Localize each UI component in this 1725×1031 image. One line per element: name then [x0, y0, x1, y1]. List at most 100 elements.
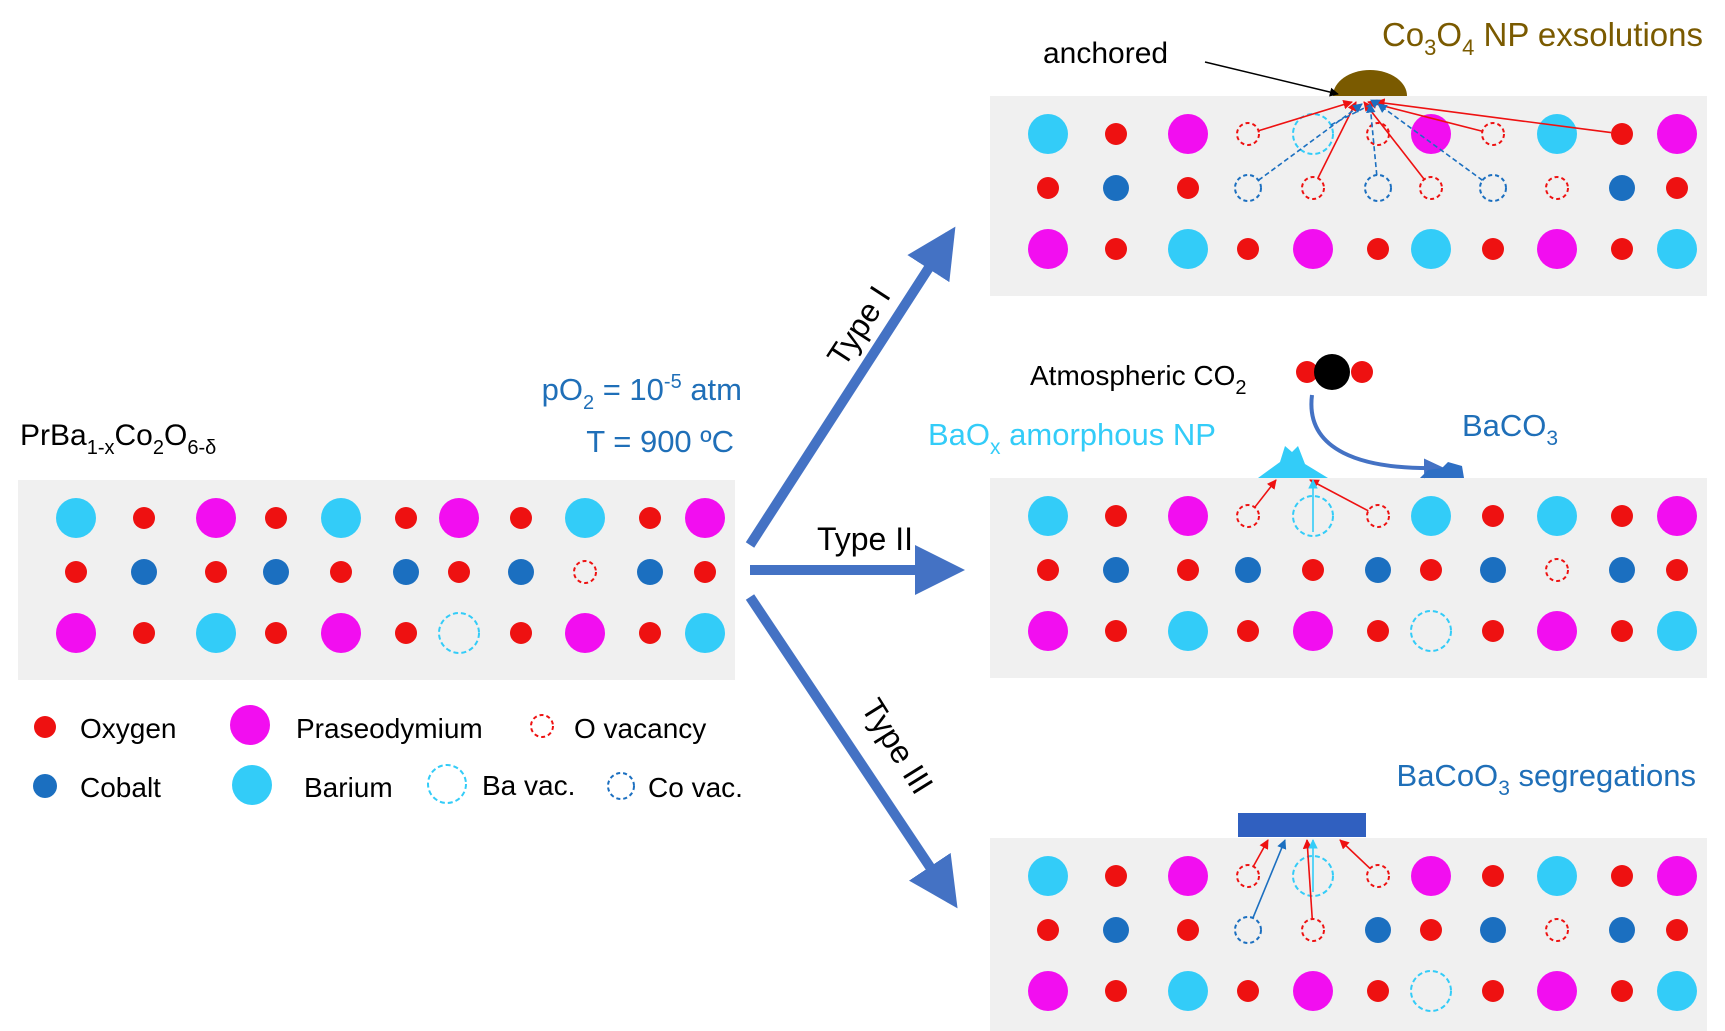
formula-label: PrBa1-xCo2O6-δ — [20, 419, 216, 459]
ba-vacancy — [438, 612, 480, 654]
legend-praseodymium-label: Praseodymium — [296, 713, 483, 744]
praseodymium-atom — [1411, 856, 1451, 896]
oxygen-atom — [639, 507, 661, 529]
o-vacancy — [1545, 558, 1569, 582]
oxygen-atom — [510, 507, 532, 529]
o-vacancy-dashed-circle — [530, 714, 554, 738]
cobalt-atom — [1480, 557, 1506, 583]
type1-migration-arrows — [1257, 98, 1612, 181]
praseodymium-atom — [1411, 114, 1451, 154]
legend-ba-vacancy-label: Ba vac. — [482, 770, 575, 801]
praseodymium-atom — [1537, 229, 1577, 269]
legend-co-vacancy-label: Co vac. — [648, 772, 743, 803]
ba-vacancy — [1410, 970, 1452, 1012]
barium-atom — [196, 613, 236, 653]
oxygen-atom — [1666, 559, 1688, 581]
cobalt-atom — [1609, 175, 1635, 201]
oxygen-migration-arrow — [1339, 839, 1371, 870]
o-vacancy — [573, 560, 597, 584]
cobalt-atom — [508, 559, 534, 585]
oxygen-atom — [1482, 865, 1504, 887]
oxygen-atom — [1420, 919, 1442, 941]
oxygen-migration-arrow — [1375, 98, 1612, 134]
type3-lattice — [1028, 855, 1697, 1012]
legend-barium-label: Barium — [304, 772, 393, 803]
atmospheric-co2-label: Atmospheric CO2 — [1030, 360, 1247, 399]
oxygen-atom — [205, 561, 227, 583]
praseodymium-atom — [1537, 971, 1577, 1011]
oxygen-atom — [1482, 238, 1504, 260]
o-vacancy — [1236, 864, 1260, 888]
oxygen-atom — [1611, 505, 1633, 527]
oxygen-atom — [1237, 620, 1259, 642]
barium-atom — [1411, 496, 1451, 536]
bacoo3-segregation-bar — [1238, 813, 1366, 837]
type2-label: Type II — [817, 521, 913, 557]
oxygen-migration-arrow — [1309, 479, 1369, 512]
oxygen-atom — [1611, 980, 1633, 1002]
cobalt-atom — [1609, 557, 1635, 583]
barium-atom — [1168, 611, 1208, 651]
barium-atom — [1411, 229, 1451, 269]
legend-cobalt-label: Cobalt — [80, 772, 161, 803]
cobalt-atom — [1365, 917, 1391, 943]
oxygen-atom — [1237, 980, 1259, 1002]
oxygen-migration-arrow — [1302, 839, 1314, 920]
cobalt-atom — [1235, 557, 1261, 583]
praseodymium-atom — [439, 498, 479, 538]
o-vacancy — [1366, 864, 1390, 888]
type2-lattice-panel — [990, 478, 1707, 678]
o-vacancy — [1366, 504, 1390, 528]
praseodymium-atom — [1657, 496, 1697, 536]
oxygen-migration-arrow — [1254, 479, 1277, 508]
co2-reaction-arrow — [1309, 394, 1444, 479]
praseodymium-atom — [196, 498, 236, 538]
oxygen-atom — [1367, 620, 1389, 642]
co2-oxygen-right — [1351, 361, 1373, 383]
ba-vacancy — [1292, 855, 1334, 897]
oxygen-atom — [1666, 919, 1688, 941]
anchored-label: anchored — [1043, 37, 1168, 70]
oxygen-atom — [1482, 505, 1504, 527]
baco3-nanoparticle — [1420, 462, 1464, 478]
cobalt-atom — [393, 559, 419, 585]
oxygen-atom — [1237, 238, 1259, 260]
praseodymium-atom — [56, 613, 96, 653]
oxygen-migration-arrow — [1252, 839, 1269, 867]
o-vacancy — [1545, 918, 1569, 942]
oxygen-atom — [1105, 980, 1127, 1002]
o-vacancy — [1236, 504, 1260, 528]
o-vacancy — [1419, 176, 1443, 200]
oxygen-atom — [510, 622, 532, 644]
praseodymium-atom — [1293, 971, 1333, 1011]
oxygen-atom — [133, 622, 155, 644]
cobalt-migration-arrow — [1257, 103, 1363, 181]
barium-atom — [1537, 114, 1577, 154]
praseodymium-atom — [1168, 496, 1208, 536]
ba-vacancy — [1292, 113, 1334, 155]
type3-arrow — [745, 594, 958, 909]
co2-molecule — [1296, 354, 1373, 390]
oxygen-atom — [395, 507, 417, 529]
cobalt-dot — [33, 774, 57, 798]
barium-atom — [1028, 496, 1068, 536]
barium-atom — [56, 498, 96, 538]
o-vacancy — [1236, 122, 1260, 146]
o-vacancy — [1545, 176, 1569, 200]
bacoo3-segregation-label: BaCoO3 segregations — [1397, 758, 1696, 800]
o-vacancy — [1481, 122, 1505, 146]
barium-atom — [1657, 611, 1697, 651]
oxygen-atom — [1177, 919, 1199, 941]
praseodymium-atom — [321, 613, 361, 653]
branch-arrows — [745, 226, 965, 909]
cobalt-atom — [1480, 917, 1506, 943]
barium-atom — [321, 498, 361, 538]
oxygen-atom — [1037, 919, 1059, 941]
oxygen-migration-arrow — [1317, 101, 1357, 179]
temperature-condition: T = 900 ºC — [586, 424, 734, 459]
oxygen-atom — [1367, 980, 1389, 1002]
o-vacancy — [1301, 176, 1325, 200]
oxygen-atom — [1037, 559, 1059, 581]
initial-lattice — [56, 498, 725, 654]
